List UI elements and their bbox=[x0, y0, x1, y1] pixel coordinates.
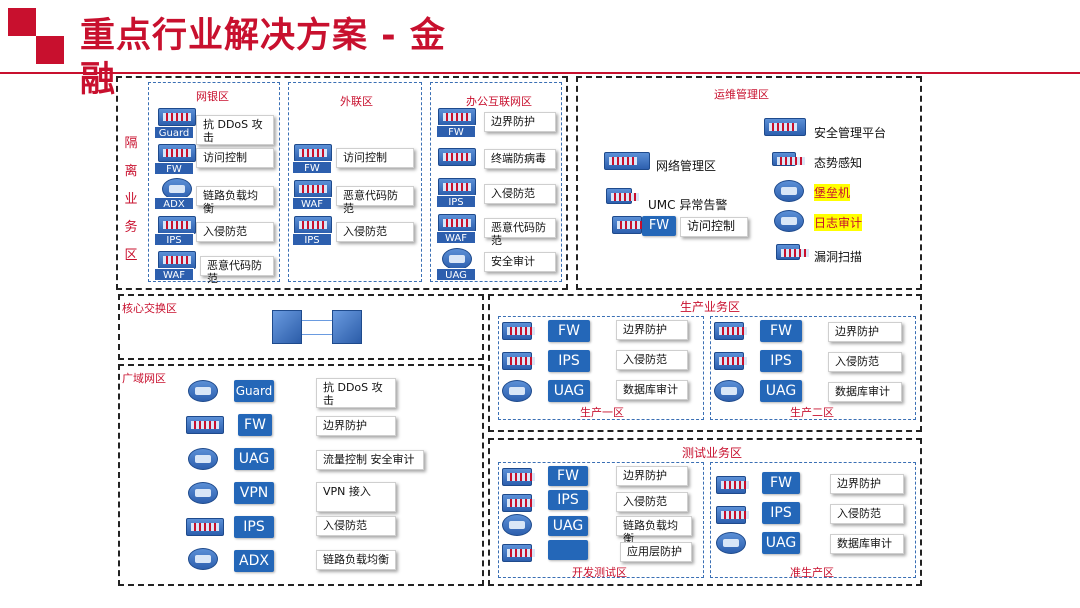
logo-square-1 bbox=[8, 8, 36, 36]
firewall-icon bbox=[186, 416, 224, 434]
ops-title: 运维管理区 bbox=[714, 88, 769, 101]
production-zone bbox=[488, 294, 922, 432]
wan-title: 广域网区 bbox=[122, 372, 166, 385]
preprod-title: 准生产区 bbox=[790, 566, 834, 579]
bastion-icon bbox=[774, 180, 804, 202]
link-line bbox=[302, 320, 332, 321]
core-switch-icon bbox=[272, 310, 302, 344]
ops-item: 堡垒机 bbox=[814, 184, 851, 201]
vpn-icon bbox=[188, 482, 218, 504]
uag-icon bbox=[188, 448, 218, 470]
core-switch-icon bbox=[332, 310, 362, 344]
bangong-zone bbox=[430, 82, 562, 282]
umc-icon bbox=[606, 188, 639, 204]
ops-zone bbox=[576, 76, 922, 290]
adx-icon bbox=[188, 548, 218, 570]
wailian-zone bbox=[288, 82, 422, 282]
guard-icon bbox=[188, 380, 218, 402]
waf-icon bbox=[158, 251, 196, 269]
ops-fw-tag: FW bbox=[642, 216, 676, 236]
header-divider bbox=[0, 72, 1080, 74]
prod-zone-2 bbox=[710, 316, 916, 420]
adx-icon bbox=[162, 178, 192, 200]
uag-icon bbox=[502, 514, 532, 536]
ips-icon bbox=[502, 352, 535, 370]
core-zone bbox=[118, 294, 484, 360]
ips-icon bbox=[502, 494, 535, 512]
ops-item: 态势感知 bbox=[814, 156, 863, 170]
isolation-zone bbox=[116, 76, 568, 290]
firewall-icon bbox=[502, 468, 535, 486]
ops-item: 日志审计 bbox=[814, 214, 863, 231]
prod-zone-1-title: 生产一区 bbox=[580, 406, 624, 419]
uag-icon bbox=[502, 380, 532, 402]
ops-item: 安全管理平台 bbox=[814, 126, 887, 140]
test-zone bbox=[488, 438, 922, 586]
guard-icon bbox=[158, 108, 196, 126]
network-mgmt-icon bbox=[604, 152, 650, 170]
ips-icon bbox=[438, 178, 476, 196]
waf-icon bbox=[294, 180, 332, 198]
uag-icon bbox=[442, 248, 472, 270]
antivirus-icon bbox=[438, 148, 476, 166]
ops-item: 漏洞扫描 bbox=[814, 250, 863, 264]
uag-icon bbox=[714, 380, 744, 402]
network-mgmt-label: 网络管理区 bbox=[656, 159, 717, 173]
vuln-scan-icon bbox=[776, 244, 809, 260]
dev-app-tag bbox=[548, 540, 588, 560]
uag-icon bbox=[716, 532, 746, 554]
preprod-zone bbox=[710, 462, 916, 578]
firewall-icon bbox=[714, 322, 747, 340]
ips-icon bbox=[294, 216, 332, 234]
dev-test-zone bbox=[498, 462, 704, 578]
firewall-icon bbox=[716, 476, 749, 494]
firewall-icon bbox=[438, 108, 476, 126]
wangyin-zone bbox=[148, 82, 280, 282]
umc-label: UMC 异常告警 bbox=[648, 198, 728, 212]
firewall-icon bbox=[294, 144, 332, 162]
waf-icon bbox=[502, 544, 535, 562]
wangyin-title: 网银区 bbox=[196, 90, 229, 103]
ips-icon bbox=[716, 506, 749, 524]
ips-icon bbox=[186, 518, 224, 536]
firewall-icon bbox=[612, 216, 645, 234]
wailian-title: 外联区 bbox=[340, 95, 373, 108]
ips-icon bbox=[158, 216, 196, 234]
firewall-icon bbox=[158, 144, 196, 162]
waf-icon bbox=[438, 214, 476, 232]
prod-zone-2-title: 生产二区 bbox=[790, 406, 834, 419]
dev-test-title: 开发测试区 bbox=[572, 566, 627, 579]
ops-fw-label: 访问控制 bbox=[680, 217, 748, 237]
link-line bbox=[302, 334, 332, 335]
production-title: 生产业务区 bbox=[680, 300, 741, 314]
wan-zone bbox=[118, 364, 484, 586]
test-title: 测试业务区 bbox=[682, 446, 743, 460]
log-audit-icon bbox=[774, 210, 804, 232]
security-platform-icon bbox=[764, 118, 806, 136]
core-title: 核心交换区 bbox=[122, 302, 177, 315]
bangong-title: 办公互联网区 bbox=[466, 95, 532, 108]
logo-square-2 bbox=[36, 36, 64, 64]
firewall-icon bbox=[502, 322, 535, 340]
page-title: 重点行业解决方案 - 金融 bbox=[80, 16, 446, 100]
prod-zone-1 bbox=[498, 316, 704, 420]
situation-awareness-icon bbox=[772, 152, 805, 166]
ips-icon bbox=[714, 352, 747, 370]
